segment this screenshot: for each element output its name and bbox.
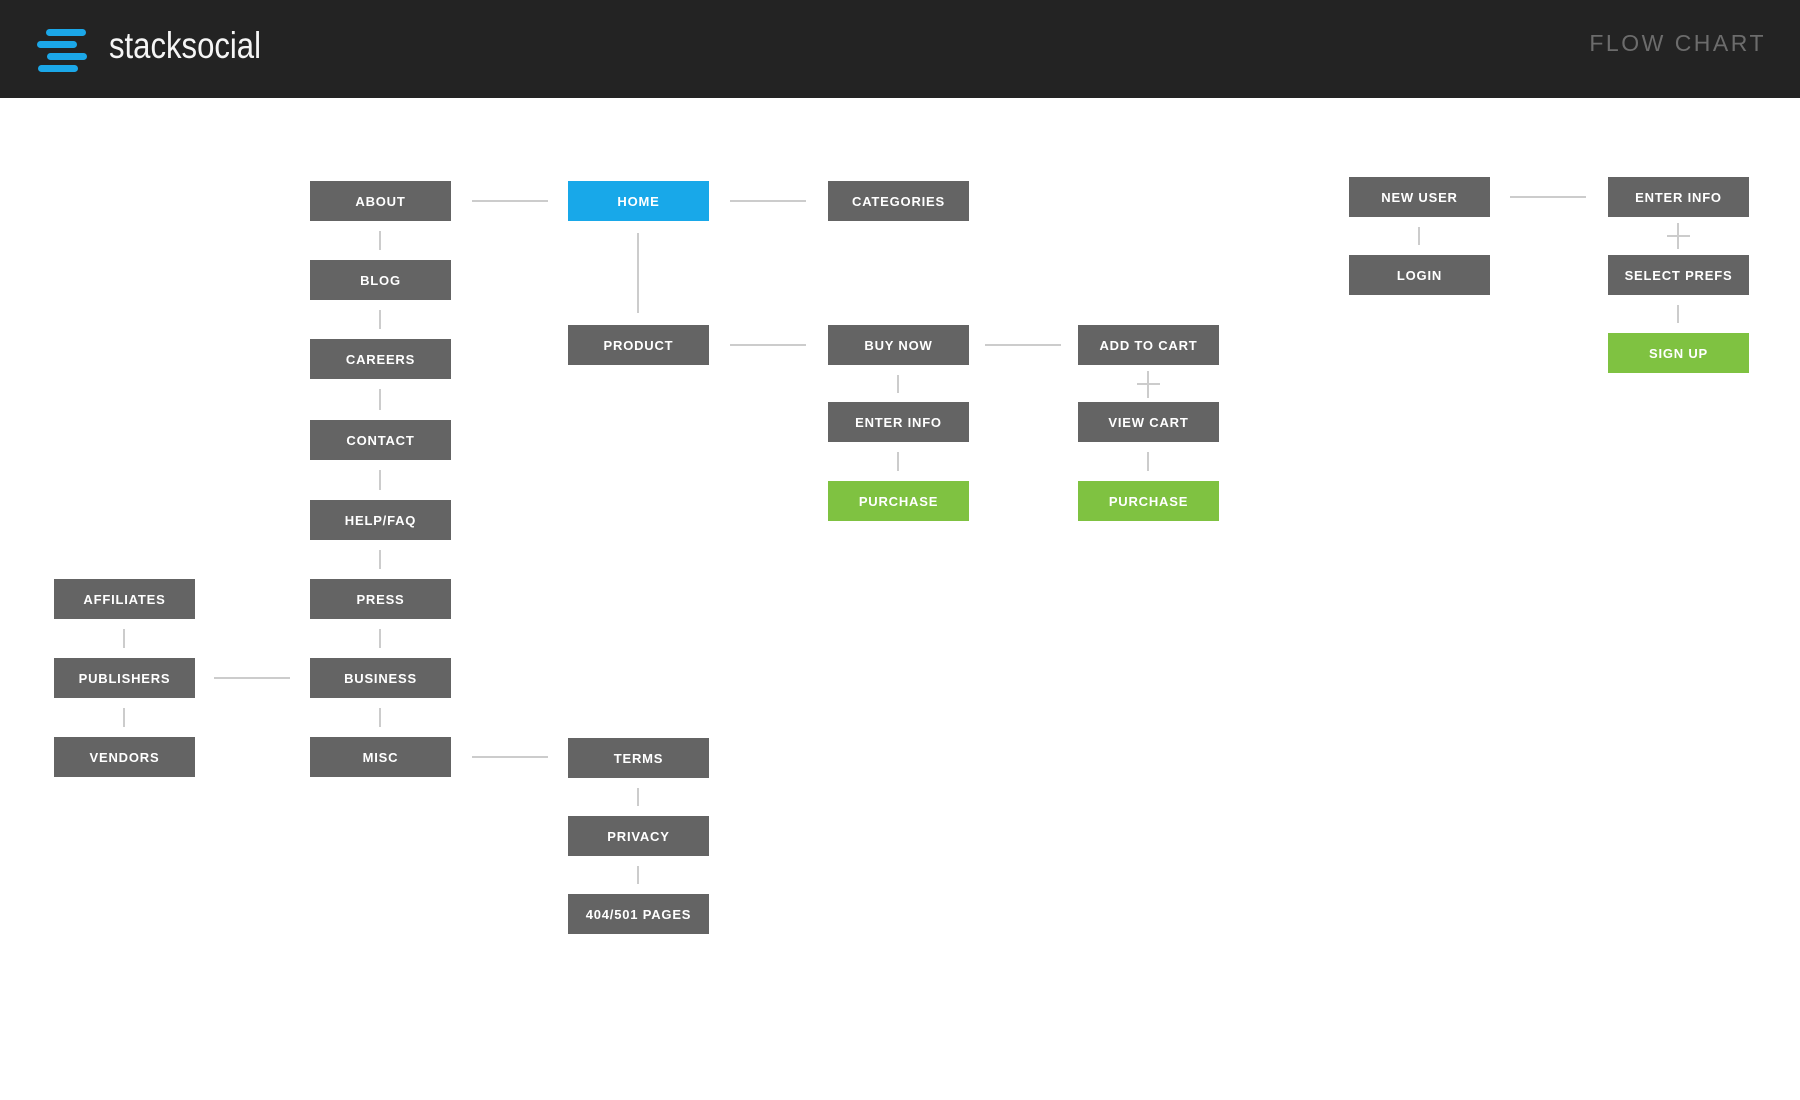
node-select-prefs[interactable]: SELECT PREFS xyxy=(1608,255,1749,295)
node-enter-info-buy[interactable]: ENTER INFO xyxy=(828,402,969,442)
connector-help-faq-press xyxy=(379,550,381,569)
node-misc[interactable]: MISC xyxy=(310,737,451,777)
connector-business-misc xyxy=(379,708,381,727)
node-privacy[interactable]: PRIVACY xyxy=(568,816,709,856)
connector-publishers-vendors xyxy=(123,708,125,727)
node-buy-now[interactable]: BUY NOW xyxy=(828,325,969,365)
connector-home-product xyxy=(637,233,639,313)
node-about[interactable]: ABOUT xyxy=(310,181,451,221)
connector-buy-now-add-to-cart xyxy=(985,344,1061,346)
header-bar: stacksocial FLOW CHART xyxy=(0,0,1800,98)
connector-enter-info-select-prefs-plus-icon xyxy=(1667,235,1690,237)
node-help-faq[interactable]: HELP/FAQ xyxy=(310,500,451,540)
node-categories[interactable]: CATEGORIES xyxy=(828,181,969,221)
node-view-cart[interactable]: VIEW CART xyxy=(1078,402,1219,442)
node-press[interactable]: PRESS xyxy=(310,579,451,619)
connector-about-home xyxy=(472,200,548,202)
connector-affiliates-publishers xyxy=(123,629,125,648)
node-new-user[interactable]: NEW USER xyxy=(1349,177,1490,217)
connector-careers-contact xyxy=(379,389,381,410)
node-careers[interactable]: CAREERS xyxy=(310,339,451,379)
connector-about-blog xyxy=(379,231,381,250)
node-blog[interactable]: BLOG xyxy=(310,260,451,300)
connector-product-buy-now xyxy=(730,344,806,346)
logo-stack-bar-icon xyxy=(47,53,87,60)
connector-blog-careers xyxy=(379,310,381,329)
node-add-to-cart[interactable]: ADD TO CART xyxy=(1078,325,1219,365)
node-publishers[interactable]: PUBLISHERS xyxy=(54,658,195,698)
node-business[interactable]: BUSINESS xyxy=(310,658,451,698)
node-404-501-pages[interactable]: 404/501 PAGES xyxy=(568,894,709,934)
connector-home-categories xyxy=(730,200,806,202)
connector-publishers-business xyxy=(214,677,290,679)
connector-enter-info-purchase xyxy=(897,452,899,471)
node-vendors[interactable]: VENDORS xyxy=(54,737,195,777)
node-product[interactable]: PRODUCT xyxy=(568,325,709,365)
connector-select-prefs-sign-up xyxy=(1677,305,1679,323)
connector-privacy-404 xyxy=(637,866,639,884)
connector-add-to-cart-view-cart-plus-icon xyxy=(1137,383,1160,385)
node-purchase-buy[interactable]: PURCHASE xyxy=(828,481,969,521)
node-sign-up[interactable]: SIGN UP xyxy=(1608,333,1749,373)
node-affiliates[interactable]: AFFILIATES xyxy=(54,579,195,619)
node-terms[interactable]: TERMS xyxy=(568,738,709,778)
node-login[interactable]: LOGIN xyxy=(1349,255,1490,295)
node-contact[interactable]: CONTACT xyxy=(310,420,451,460)
connector-new-user-login xyxy=(1418,227,1420,245)
connector-misc-terms xyxy=(472,756,548,758)
connector-press-business xyxy=(379,629,381,648)
node-home[interactable]: HOME xyxy=(568,181,709,221)
connector-buy-now-enter-info xyxy=(897,375,899,393)
stacksocial-logo[interactable]: stacksocial xyxy=(0,0,270,98)
connector-contact-help-faq xyxy=(379,470,381,490)
logo-stack-bar-icon xyxy=(38,65,78,72)
page-title: FLOW CHART xyxy=(1589,30,1766,56)
node-purchase-cart[interactable]: PURCHASE xyxy=(1078,481,1219,521)
connector-view-cart-purchase xyxy=(1147,452,1149,471)
logo-stack-bar-icon xyxy=(46,29,86,36)
logo-stack-bar-icon xyxy=(37,41,77,48)
brand-wordmark: stacksocial xyxy=(109,25,262,66)
connector-terms-privacy xyxy=(637,788,639,806)
node-enter-info-signup[interactable]: ENTER INFO xyxy=(1608,177,1749,217)
connector-new-user-enter-info xyxy=(1510,196,1586,198)
